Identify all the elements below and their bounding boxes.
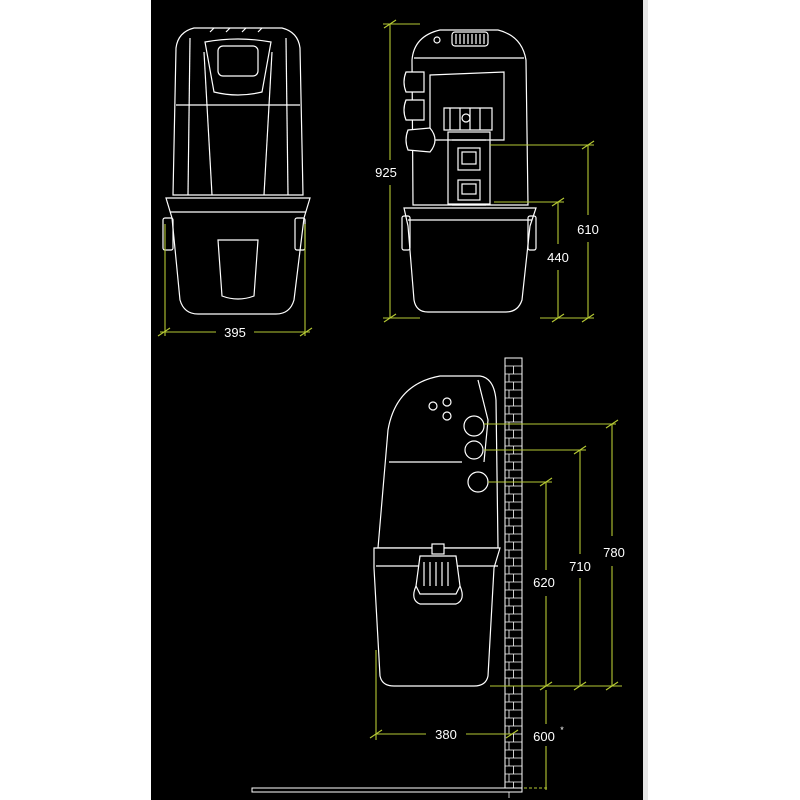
wall-view-motor-housing [377, 375, 499, 549]
wall-view-inlet-dimension-780: 780 [484, 419, 625, 686]
side-view-control-panel [447, 131, 491, 206]
brick-wall [504, 357, 523, 798]
side-total-height-label: 925 [375, 165, 397, 180]
wall-view-inlet-dimension-710: 710 [484, 445, 591, 686]
wall-view-inlet-dimension-620: 620 [488, 477, 555, 686]
side-view-motor-housing [411, 29, 529, 206]
wall-floor-clearance-label: 600 [533, 729, 555, 744]
front-view: 395 [157, 27, 313, 340]
side-view-inlet-height-dimension: 610 [490, 140, 599, 323]
side-inlet-height-label: 610 [577, 222, 599, 237]
front-view-motor-housing [172, 27, 304, 196]
floor-line [251, 787, 523, 793]
side-bin-height-label: 440 [547, 250, 569, 265]
front-width-label: 395 [224, 325, 246, 340]
wall-view-base-reference-line [490, 681, 622, 691]
front-view-collection-bin [162, 197, 311, 315]
side-view: 925 610 440 [375, 19, 599, 323]
wall-inlet-780-label: 780 [603, 545, 625, 560]
side-view-inlets [403, 71, 436, 153]
wall-view-depth-dimension: 380 [369, 650, 519, 742]
side-view-height-dimension: 925 [375, 19, 420, 323]
wall-inlet-710-label: 710 [569, 559, 591, 574]
wall-view-collection-bin [373, 543, 501, 687]
wall-inlet-620-label: 620 [533, 575, 555, 590]
wall-floor-clearance-note: * [560, 725, 564, 735]
page-edge [643, 0, 648, 800]
wall-depth-label: 380 [435, 727, 457, 742]
side-view-bin-height-dimension: 440 [494, 197, 569, 323]
side-view-collection-bin [401, 207, 537, 313]
wall-view: 780 710 620 600 * [251, 357, 625, 798]
front-view-width-dimension: 395 [157, 224, 313, 340]
